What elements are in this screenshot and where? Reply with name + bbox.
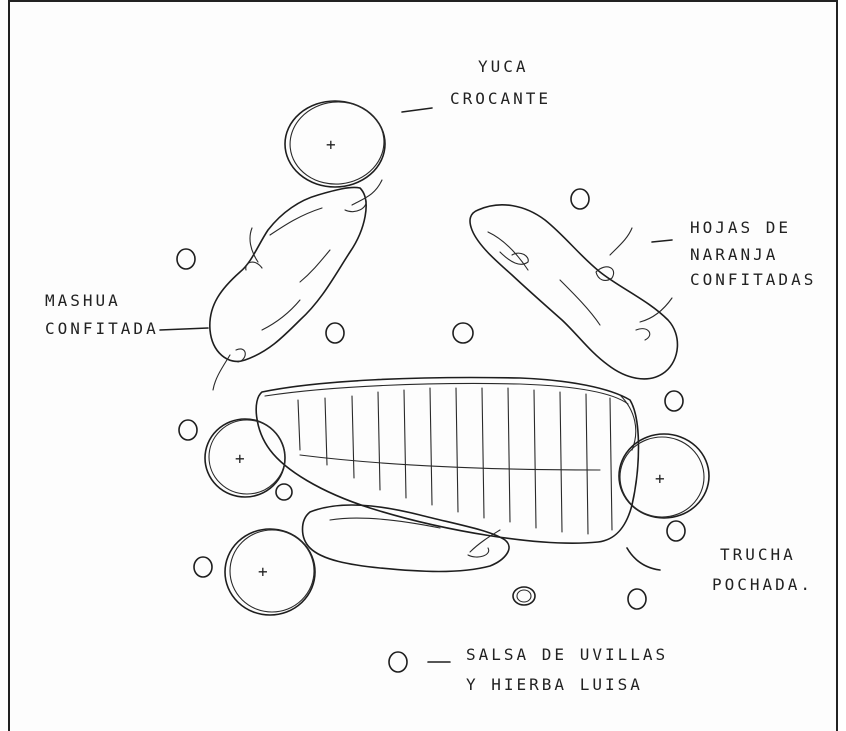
plus-mark: + — [258, 562, 271, 581]
plus-mark: + — [655, 469, 668, 488]
label-mashua: MASHUA CONFITADA — [45, 291, 159, 338]
fish-stripes — [298, 388, 612, 534]
svg-text:Y HIERBA LUISA: Y HIERBA LUISA — [466, 675, 643, 694]
svg-text:YUCA: YUCA — [478, 57, 529, 76]
hojas-naranja-shape — [470, 205, 677, 379]
label-salsa: SALSA DE UVILLAS Y HIERBA LUISA — [466, 645, 668, 694]
svg-text:TRUCHA: TRUCHA — [720, 545, 796, 564]
svg-text:SALSA DE UVILLAS: SALSA DE UVILLAS — [466, 645, 668, 664]
yuca-disc-left: + — [205, 419, 285, 497]
legend-dot — [389, 652, 407, 672]
yuca-crocante-disc: + — [285, 97, 388, 188]
svg-text:MASHUA: MASHUA — [45, 291, 121, 310]
yuca-disc-right: + — [619, 434, 709, 518]
lower-tuber-shape — [303, 505, 510, 572]
mashua-confitada-shape — [210, 180, 382, 390]
svg-text:CONFITADA: CONFITADA — [45, 319, 159, 338]
svg-text:CROCANTE: CROCANTE — [450, 89, 551, 108]
svg-text:CONFITADAS: CONFITADAS — [690, 270, 816, 289]
yuca-disc-bottom: + — [225, 529, 315, 615]
svg-text:POCHADA.: POCHADA. — [712, 575, 813, 594]
label-hojas: HOJAS DE NARANJA CONFITADAS — [690, 218, 816, 289]
label-trucha: TRUCHA POCHADA. — [712, 545, 813, 594]
trucha-pochada-fish — [256, 378, 638, 544]
leader-lines — [160, 108, 672, 662]
label-yuca: YUCA CROCANTE — [450, 57, 551, 108]
plus-mark: + — [235, 449, 248, 468]
svg-text:NARANJA: NARANJA — [690, 245, 778, 264]
plus-mark: + — [326, 135, 339, 154]
svg-text:HOJAS DE: HOJAS DE — [690, 218, 791, 237]
